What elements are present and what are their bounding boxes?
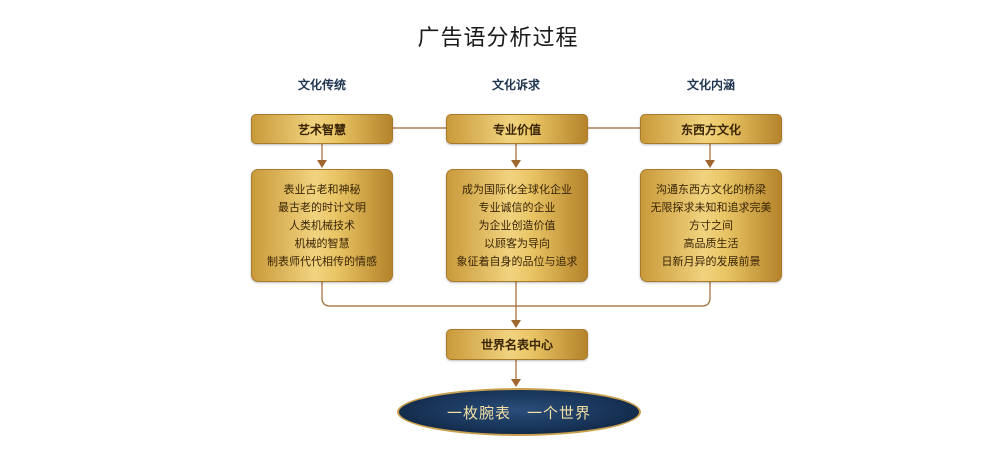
list-item: 高品质生活 [683,236,739,250]
diagram-title: 广告语分析过程 [417,26,579,51]
list-item: 表业古老和神秘 [283,182,361,196]
list-item: 专业诚信的企业 [478,200,556,214]
list-item: 机械的智慧 [294,236,350,250]
category-label-appeal: 文化诉求 [491,78,540,92]
slogan-text: 一枚腕表 一个世界 [446,403,591,422]
category-label-tradition: 文化传统 [297,78,346,92]
header-box-art-wisdom: 艺术智慧 [251,114,393,144]
list-item: 人类机械技术 [289,218,355,232]
list-item: 象征着自身的品位与追求 [456,254,578,268]
list-item: 方寸之间 [689,218,733,232]
content-box-tradition: 表业古老和神秘 最古老的时计文明 人类机械技术 机械的智慧 制表师代代相传的情感 [251,169,393,282]
merge-box-world-watch-center: 世界名表中心 [446,329,588,360]
header-box-east-west-culture: 东西方文化 [640,114,782,144]
list-item: 沟通东西方文化的桥梁 [656,182,766,196]
list-item: 为企业创造价值 [478,218,556,232]
list-item: 制表师代代相传的情感 [267,254,377,268]
list-item: 成为国际化全球化企业 [462,182,572,196]
final-slogan-ellipse: 一枚腕表 一个世界 [397,388,641,436]
list-item: 最古老的时计文明 [278,200,366,214]
category-label-connotation: 文化内涵 [686,78,735,92]
header-box-professional-value: 专业价值 [446,114,588,144]
list-item: 日新月异的发展前景 [661,254,761,268]
list-item: 以顾客为导向 [484,236,550,250]
content-box-connotation: 沟通东西方文化的桥梁 无限探求未知和追求完美 方寸之间 高品质生活 日新月异的发… [640,169,782,282]
content-box-appeal: 成为国际化全球化企业 专业诚信的企业 为企业创造价值 以顾客为导向 象征着自身的… [446,169,588,282]
list-item: 无限探求未知和追求完美 [650,200,772,214]
